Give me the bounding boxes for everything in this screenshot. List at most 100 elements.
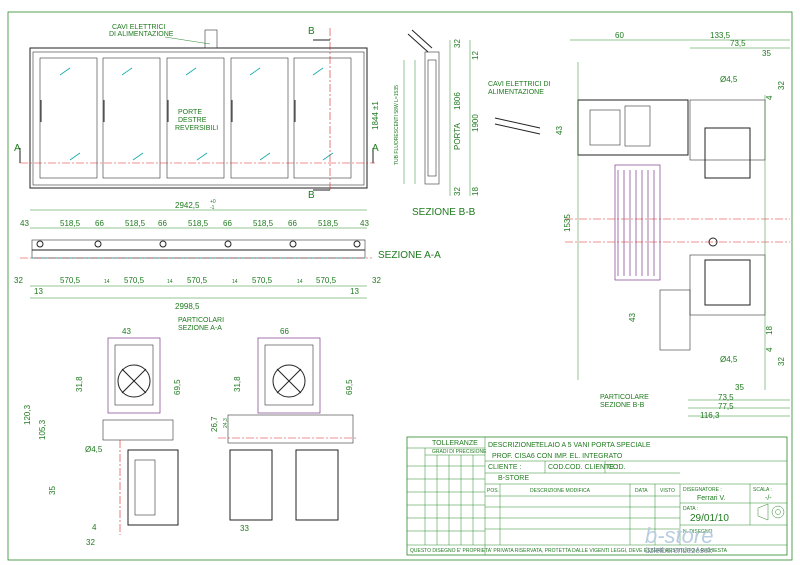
dim-2942-tol-bottom: -1 [210,205,215,211]
section-b-b-title: SEZIONE B-B [412,207,476,218]
porte-label-1: PORTE [178,109,202,116]
cavi-label-top-2: DI ALIMENTAZIONE [109,31,174,38]
particolare-bb-label-2: SEZIONE B-B [600,402,645,409]
dim-66-2: 66 [158,219,167,228]
cavi-label-right: CAVI ELETTRICI DI [488,81,551,88]
tubo-label: TUB FLUORESCENTI 58W L=1535 [394,85,400,165]
dim-60: 60 [615,31,624,40]
section-a-a-title: SEZIONE A-A [378,250,441,261]
cavi-label-right-2: ALIMENTAZIONE [488,89,544,96]
dim-1535: 1535 [563,214,572,232]
dim-77: 77,5 [718,402,734,411]
cod2-label: COD. [608,464,626,471]
dim-4-top: 4 [765,95,774,100]
dim-518-4: 518,5 [253,219,274,228]
dim-69-aa: 69,5 [173,379,182,395]
data-column-header: DATA [635,488,648,494]
dim-24: 24,3 [223,418,229,428]
disegnatore-value: Ferrari V. [697,495,726,502]
dim-bb-32-top: 32 [453,39,462,48]
dim-13-right: 13 [350,287,359,296]
descrizione-label: DESCRIZIONE : [488,442,540,449]
dim-570-1: 570,5 [60,276,81,285]
dim-18: 18 [471,187,480,196]
data-label: DATA : [683,506,698,512]
dim-26: 26,7 [210,416,219,432]
dim-69-aa-right: 69,5 [345,379,354,395]
dim-133: 133,5 [710,31,731,40]
dim-105: 105,3 [38,419,47,440]
dim-14-3: 14 [232,279,238,285]
particolari-aa-label-1: PARTICOLARI [178,317,224,324]
section-mark-b-bottom: B [308,190,315,201]
visto-header: VISTO [660,488,675,494]
disegnatore-label: DISEGNATORE : [683,487,722,493]
dim-66-4: 66 [288,219,297,228]
dim-43-left: 43 [20,219,29,228]
porta-label: PORTA [453,123,462,150]
dim-1900: 1900 [471,114,480,132]
dim-32-detail-top: 32 [777,81,786,90]
sheet-border [7,11,793,561]
dim-13-left: 13 [34,287,43,296]
cavi-label-top: CAVI ELETTRICI [112,24,166,31]
dim-31-aa-right: 31,8 [233,376,242,392]
title-block [406,436,788,556]
cliente-value: B-STORE [498,475,529,482]
pos-header: POS. [487,488,499,494]
dim-32-aa: 32 [86,538,95,547]
dim-32-detail-bottom: 32 [777,357,786,366]
dim-2942: 2942,5 [175,201,200,210]
dim-43-detail: 43 [555,126,564,135]
dim-66-3: 66 [223,219,232,228]
scala-value: -/- [765,495,772,502]
dim-18-detail: 18 [765,326,774,335]
dim-73-top: 73,5 [730,39,746,48]
descrizione-line-2: PROF. CISA6 CON IMP. EL. INTEGRATO [492,453,623,460]
section-mark-a-left: A [14,143,21,154]
dim-1844: 1844 ±1 [371,101,380,130]
dim-d45-bottom: Ø4,5 [720,355,738,364]
detail-a-a-left [102,337,179,535]
dim-570-3: 570,5 [187,276,208,285]
particolari-aa-label-2: SEZIONE A-A [178,325,222,332]
dim-14-1: 14 [104,279,110,285]
dim-4-bottom: 4 [765,347,774,352]
front-elevation [19,28,375,192]
dim-570-2: 570,5 [124,276,145,285]
dim-120: 120,3 [23,404,32,425]
porte-label-2: DESTRE [178,117,207,124]
dim-43-aa: 43 [122,327,131,336]
data-value: 29/01/10 [690,513,729,524]
dim-1806: 1806 [453,92,462,110]
dim-43-right: 43 [360,219,369,228]
dim-12: 12 [471,51,480,60]
detail-a-a-right [218,337,358,521]
dim-43-detail-b: 43 [628,313,637,322]
dim-570-4: 570,5 [252,276,273,285]
dim-35-bottom: 35 [735,383,744,392]
dim-518-1: 518,5 [60,219,81,228]
dim-2998: 2998,5 [175,302,200,311]
dim-14-2: 14 [167,279,173,285]
dim-bb-32-bottom: 32 [453,187,462,196]
descrizione-modifica-header: DESCRIZIONE MODIFICA [530,488,591,494]
descrizione-line-1: TELAIO A 5 VANI PORTA SPECIALE [535,442,651,449]
dim-32-left: 32 [14,276,23,285]
dim-116: 116,3 [700,411,720,420]
scala-label: SCALA : [753,487,772,493]
dim-66-1: 66 [95,219,104,228]
dim-14-4: 14 [297,279,303,285]
section-a-a-strip [20,227,372,299]
dim-518-5: 518,5 [318,219,339,228]
dim-35-aa: 35 [48,486,57,495]
watermark-url: üzletberendezések [645,546,713,555]
n-disegno-label: N. DISEGNO [683,529,713,535]
gradi-label: GRADI DI PRECISIONE [432,449,487,455]
porte-label-3: REVERSIBILI [175,125,218,132]
section-b-b-view [403,29,471,196]
section-mark-b-top: B [308,26,315,37]
watermark-brand: b-store [645,523,713,548]
projection-symbol-icon [757,503,785,521]
